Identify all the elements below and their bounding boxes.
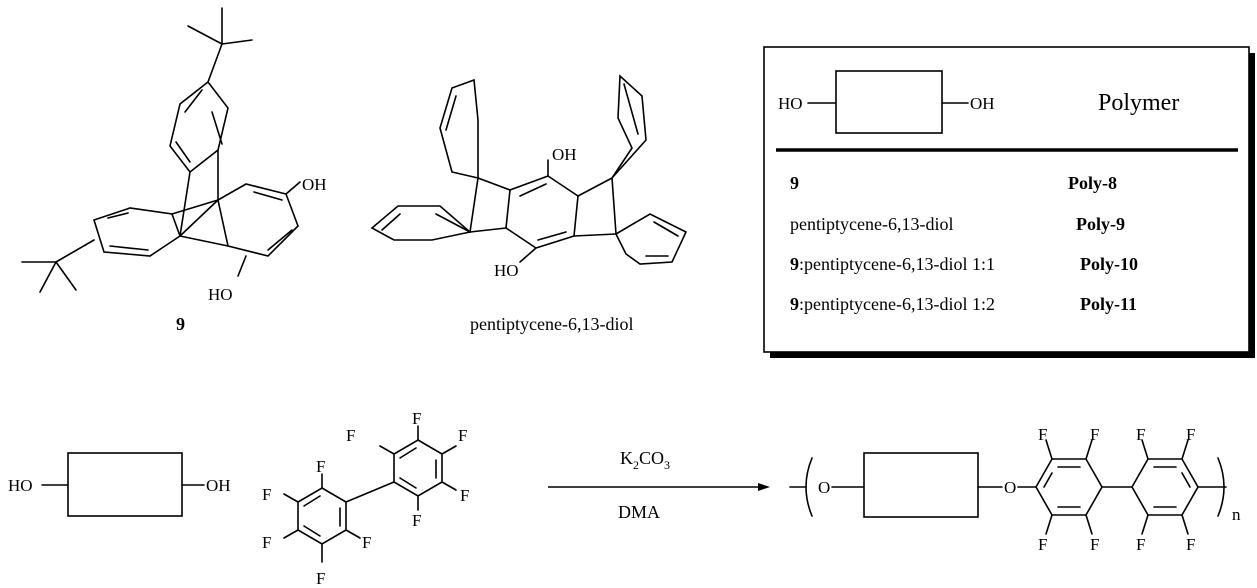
fluorine-label: F — [1186, 535, 1195, 554]
reactant-diol-oh: OH — [206, 476, 231, 495]
pentiptycene-structure: OH HO — [370, 74, 688, 280]
legend-row-4-polymer: Poly-11 — [1080, 294, 1137, 314]
fluorine-label: F — [460, 486, 469, 505]
fluorine-label: F — [1136, 535, 1145, 554]
legend-row-3-monomer: 9:pentiptycene-6,13-diol 1:1 — [790, 254, 995, 274]
fluorine-label: F — [1136, 425, 1145, 444]
fluorine-label: F — [458, 426, 467, 445]
legend-box: HO OH Polymer 9 Poly-8 pentiptycene-6,13… — [763, 46, 1255, 358]
reactant-diol: HO OH — [8, 452, 231, 517]
legend-row-3-polymer: Poly-10 — [1080, 254, 1138, 274]
compound-9-ho-bottom: HO — [208, 285, 233, 304]
repeat-index: n — [1232, 505, 1241, 524]
legend-row-1-monomer: 9 — [790, 173, 799, 193]
legend-row-4-monomer: 9:pentiptycene-6,13-diol 1:2 — [790, 294, 995, 314]
fluorine-label: F — [362, 533, 371, 552]
legend-header-polymer: Polymer — [1098, 90, 1179, 116]
reaction-arrow — [548, 483, 770, 491]
compound-9-oh-top: OH — [302, 175, 327, 194]
legend-ho: HO — [778, 94, 803, 113]
decafluorobiphenyl: F F F F F F F F F F — [262, 409, 469, 588]
product-oxygen-right: O — [1004, 478, 1016, 497]
product-polymer: O O F F F F F F F F — [789, 425, 1241, 554]
legend-row-2-monomer: pentiptycene-6,13-diol — [790, 214, 953, 234]
legend-oh: OH — [970, 94, 995, 113]
legend-frame — [763, 46, 1250, 353]
fluorine-label: F — [1090, 425, 1099, 444]
fluorine-label: F — [316, 569, 325, 588]
reagent-label: K2CO3 — [620, 448, 670, 472]
fluorine-label: F — [1186, 425, 1195, 444]
product-oxygen-left: O — [818, 478, 830, 497]
fluorine-label: F — [1090, 535, 1099, 554]
fluorine-label: F — [346, 426, 355, 445]
product-diol-box — [863, 452, 979, 518]
reactant-diol-ho: HO — [8, 476, 33, 495]
fluorine-label: F — [1038, 425, 1047, 444]
pentiptycene-label: pentiptycene-6,13-diol — [470, 314, 633, 334]
pentiptycene-ho-bottom: HO — [494, 261, 519, 280]
pentiptycene-oh-top: OH — [552, 145, 577, 164]
legend-row-1-polymer: Poly-8 — [1068, 173, 1117, 193]
fluorine-label: F — [316, 457, 325, 476]
legend-diol-box — [835, 70, 943, 134]
fluorine-label: F — [412, 409, 421, 428]
compound-9-label: 9 — [176, 314, 185, 334]
fluorine-label: F — [412, 511, 421, 530]
reactant-diol-box — [67, 452, 183, 517]
compound-9-structure: OH HO — [21, 7, 327, 304]
fluorine-label: F — [1038, 535, 1047, 554]
legend-row-2-polymer: Poly-9 — [1076, 214, 1125, 234]
fluorine-label: F — [262, 485, 271, 504]
fluorine-label: F — [262, 533, 271, 552]
solvent-label: DMA — [618, 502, 660, 522]
